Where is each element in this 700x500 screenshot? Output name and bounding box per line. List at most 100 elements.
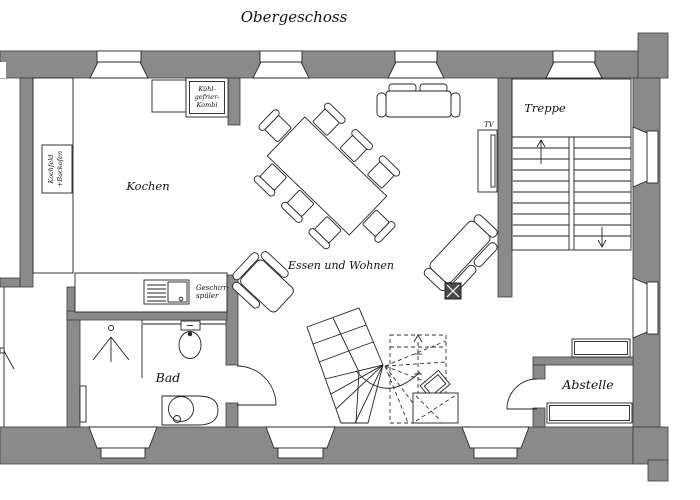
room-label-staircase: Treppe <box>524 101 566 115</box>
window-sill <box>473 447 518 459</box>
kitchen: Kochfeld +Backofen Kühl- gefrier- Kombi … <box>32 77 230 313</box>
room-label-storage: Abstelle <box>561 377 613 392</box>
staircase-winder <box>306 307 459 424</box>
window-top-4 <box>545 61 603 79</box>
window-bottom-1 <box>88 426 158 449</box>
dishwasher-label-line2: spüler <box>196 292 219 300</box>
sofa-armrest <box>376 92 387 118</box>
window-top-1 <box>89 61 149 79</box>
winder-flight <box>306 307 384 424</box>
stair-steps-left-flight <box>513 147 569 237</box>
room-label-kitchen: Kochen <box>125 179 169 193</box>
left-room-door-jamb <box>0 347 5 354</box>
armchair-back <box>232 252 260 281</box>
sink-drainboard <box>147 284 166 302</box>
cooktop-oven <box>41 144 73 194</box>
washbasin <box>161 395 219 426</box>
kitchen-counter-top <box>151 79 187 113</box>
armchair-arm <box>260 251 289 278</box>
armchair <box>232 251 294 313</box>
window-top-2 <box>252 61 310 79</box>
left-edge-opening <box>0 62 6 78</box>
window-sill <box>96 50 142 63</box>
wall-storage-left-upper <box>532 364 546 380</box>
armchair-arm <box>232 281 261 309</box>
dining-table <box>266 116 388 236</box>
window-bottom-2 <box>265 426 336 449</box>
window-right-1 <box>632 126 648 188</box>
wall-bottom-right-foot <box>647 459 669 482</box>
storage-shelf <box>546 402 633 424</box>
left-room-door-leaf <box>3 350 15 370</box>
armchair-body <box>240 259 294 313</box>
window-sill <box>394 50 438 63</box>
wall-stairwell-left <box>497 77 513 298</box>
winder-handrail-arc <box>355 370 421 389</box>
wall-kitchen-left <box>19 77 34 288</box>
storage-door <box>506 378 538 410</box>
cooktop-label-line2: +Backofen <box>56 151 64 187</box>
window-top-3 <box>387 61 445 79</box>
wall-bath-right-lower <box>225 402 239 428</box>
interior-walls <box>0 77 634 428</box>
window-sill <box>552 50 596 63</box>
wall-left-stub <box>0 277 21 288</box>
sofa-diagonal <box>423 214 498 292</box>
sink-drain <box>178 296 184 302</box>
window-sill <box>646 281 659 335</box>
radiator <box>79 385 87 423</box>
fridge-freezer <box>185 77 229 118</box>
sofa-cushion <box>473 242 498 268</box>
fridge-freezer-inner <box>189 81 225 114</box>
sofa-armrest <box>473 214 498 238</box>
tv-board: TV <box>477 121 498 193</box>
fridge-label-line3: Kombi <box>196 101 218 109</box>
plan-title: Obergeschoss <box>241 8 348 26</box>
window-right-2 <box>632 277 648 339</box>
winder-steps <box>312 317 384 424</box>
dishwasher-label-line1: Geschirr- <box>196 284 230 292</box>
window-sill <box>259 50 303 63</box>
wall-top-right-corner <box>637 32 669 79</box>
stair-steps-right-flight <box>574 147 631 237</box>
wall-storage-left-lower <box>532 407 546 428</box>
left-room <box>0 287 15 427</box>
bathroom-door <box>236 365 277 406</box>
wall-bottom-right <box>632 426 669 465</box>
winder-entry-diagonals <box>415 394 457 422</box>
window-sill <box>100 447 146 459</box>
room-label-bathroom: Bad <box>155 370 181 385</box>
room-label-living: Essen und Wohnen <box>287 259 394 272</box>
sofa-armrest <box>450 92 461 118</box>
stairwell-outline <box>511 78 632 251</box>
wall-storage-top <box>532 356 634 366</box>
bathroom: Bad <box>79 320 277 426</box>
cooktop-label-line1: Kochfeld <box>47 155 55 185</box>
sofa-body <box>385 90 452 118</box>
storage-area: Abstelle <box>506 338 633 424</box>
window-sill <box>277 447 324 459</box>
staircase-main: Treppe <box>511 78 632 251</box>
shower <box>92 325 130 362</box>
dining-set <box>252 101 402 251</box>
wall-kitchen-living-stub <box>227 77 241 126</box>
hall-bench-inner <box>574 341 628 355</box>
storage-shelf-inner <box>549 405 630 421</box>
tv-label: TV <box>484 121 495 129</box>
tv-screen <box>490 134 496 188</box>
window-bottom-3 <box>461 426 530 449</box>
winder-up-arrow <box>413 334 423 375</box>
fridge-label-line1: Kühl- <box>197 85 215 93</box>
fridge-label-line2: gefrier- <box>195 93 220 101</box>
chimney-marker <box>444 282 462 300</box>
wall-leftroom-right <box>66 286 81 428</box>
sofa-top <box>376 83 461 118</box>
sink-basin <box>167 281 188 303</box>
sink-unit <box>143 279 190 305</box>
window-sill <box>646 130 659 184</box>
stair-up-arrow <box>536 139 546 164</box>
windows <box>88 50 659 459</box>
toilet <box>178 320 202 359</box>
